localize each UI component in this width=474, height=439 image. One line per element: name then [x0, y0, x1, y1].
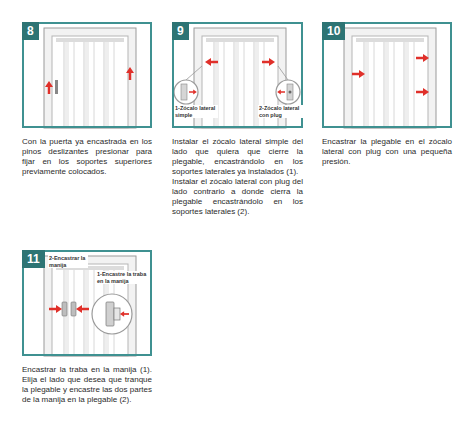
step-panel: 9Instalar el zócalo lateral simple del l…	[172, 22, 303, 217]
callout-label: 2-Encastrar la manija	[48, 255, 88, 268]
illustration-frame: 10	[322, 22, 452, 128]
callout-label: 1-Encastre la traba en la manija	[96, 271, 150, 284]
step-panel: 8Con la puerta ya encastrada en los pino…	[22, 22, 152, 177]
step-description: Instalar el zócalo lateral con plug del …	[172, 177, 303, 217]
step-description: Con la puerta ya encastrada en los pinos…	[22, 137, 152, 177]
step-number: 10	[322, 22, 345, 40]
step-number: 11	[22, 250, 45, 268]
step-number: 9	[172, 22, 189, 40]
step-description: Encastrar la traba en la manija (1). Eli…	[22, 365, 152, 405]
step-description: Encastrar la plegable en el zócalo later…	[322, 137, 452, 167]
callout-label: 1-Zócalo lateral simple	[174, 105, 218, 118]
illustration-frame: 8	[22, 22, 152, 128]
step-description: Instalar el zócalo lateral simple del la…	[172, 137, 303, 177]
step-number: 8	[22, 22, 39, 40]
callout-label: 2-Zócalo lateral con plug	[258, 105, 304, 118]
step-panel: 10Encastrar la plegable en el zócalo lat…	[322, 22, 452, 167]
